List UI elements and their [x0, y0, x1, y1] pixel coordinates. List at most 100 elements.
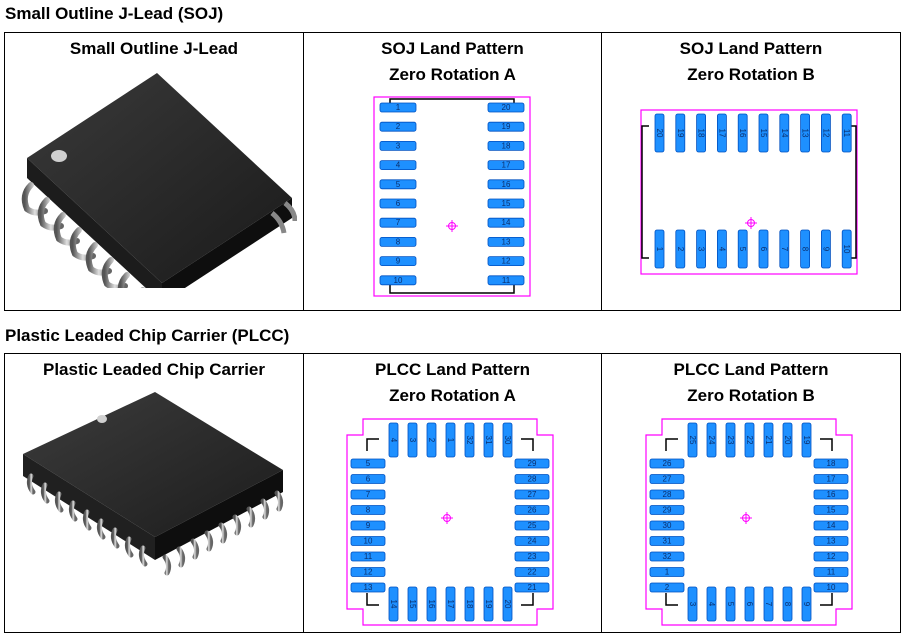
pin-number: 11	[364, 552, 373, 561]
pin-number: 6	[396, 199, 401, 208]
pad: 1	[649, 567, 685, 577]
pad: 32	[649, 551, 685, 562]
pad-shape	[388, 422, 399, 458]
pad-shape	[514, 505, 550, 515]
pad: 31	[483, 422, 494, 458]
pin-number: 22	[745, 436, 754, 445]
pin-number: 14	[502, 218, 511, 227]
pin-number: 7	[396, 218, 401, 227]
pad: 3	[407, 422, 418, 458]
pad: 17	[445, 586, 456, 622]
pad: 8	[782, 586, 793, 622]
pad-shape	[813, 567, 849, 577]
pad-shape	[737, 113, 748, 153]
silkscreen-corner-br	[521, 593, 534, 606]
pad-shape	[514, 582, 550, 593]
pad-shape	[813, 582, 849, 593]
pad-shape	[649, 505, 685, 515]
pad: 12	[813, 551, 849, 562]
pad-shape	[464, 586, 475, 622]
pin-number: 12	[827, 552, 836, 561]
pad: 11	[487, 275, 525, 286]
pad-shape	[649, 567, 685, 577]
pin-number: 32	[663, 552, 672, 561]
pad: 13	[813, 536, 849, 546]
pin-number: 9	[802, 602, 811, 607]
pad: 17	[813, 474, 849, 484]
pin-number: 17	[502, 161, 511, 170]
pin-number: 14	[389, 600, 398, 609]
pad: 14	[779, 113, 790, 153]
pad: 11	[841, 113, 852, 153]
pad: 10	[813, 582, 849, 593]
pin-number: 26	[663, 459, 672, 468]
silkscreen-corner-tl	[665, 438, 678, 451]
pad-shape	[800, 113, 811, 153]
pad-shape	[379, 275, 417, 286]
pad-shape	[654, 229, 665, 269]
pad-shape	[464, 422, 475, 458]
pad-shape	[649, 489, 685, 500]
pad-shape	[654, 113, 665, 153]
pin-number: 5	[726, 602, 735, 607]
soj-table: Small Outline J-Lead	[4, 32, 901, 311]
pad-shape	[649, 474, 685, 484]
plcc-pattern-a-title: PLCC Land Pattern	[375, 360, 530, 379]
pin-number: 32	[465, 436, 474, 445]
pin-number: 12	[364, 568, 373, 577]
pin-number: 2	[427, 438, 436, 443]
pad: 15	[407, 586, 418, 622]
pad: 3	[696, 229, 706, 269]
plcc-pattern-b-title: PLCC Land Pattern	[673, 360, 829, 379]
pin-number: 22	[528, 568, 537, 577]
pin-number: 10	[364, 537, 373, 546]
pad-shape	[487, 198, 525, 209]
pad: 20	[487, 102, 525, 113]
pin-number: 16	[738, 129, 747, 138]
pad: 4	[388, 422, 399, 458]
pad: 18	[696, 113, 706, 153]
pin-number: 6	[366, 475, 371, 484]
pad-shape	[813, 551, 849, 562]
pad-shape	[820, 113, 831, 153]
pin-number: 31	[663, 537, 672, 546]
pin-number: 1	[446, 438, 455, 443]
pad-shape	[379, 256, 417, 267]
pad: 18	[464, 586, 475, 622]
pad-shape	[782, 586, 793, 622]
pad-shape	[687, 586, 698, 622]
pad: 30	[649, 520, 685, 531]
pad: 4	[379, 160, 417, 170]
pad-shape	[350, 582, 386, 593]
soj-component-cell: Small Outline J-Lead	[4, 32, 304, 311]
pin-number: 13	[801, 129, 810, 138]
pad-shape	[813, 474, 849, 484]
pad: 12	[820, 113, 831, 153]
pad: 7	[763, 586, 774, 622]
pin-number: 2	[396, 122, 401, 131]
pad-shape	[487, 141, 525, 151]
pad-shape	[379, 121, 417, 132]
silkscreen-corner-tr	[521, 438, 534, 451]
pin-number: 31	[484, 436, 493, 445]
pin-number: 4	[389, 438, 398, 443]
pad-shape	[487, 121, 525, 132]
pad-shape	[379, 217, 417, 228]
pad: 12	[350, 567, 386, 577]
pad-shape	[487, 256, 525, 267]
pad: 19	[801, 422, 812, 458]
pad: 1	[379, 102, 417, 113]
pad: 27	[649, 474, 685, 484]
pin-number: 25	[528, 521, 537, 530]
pin-number: 8	[366, 506, 371, 515]
pin-number: 11	[827, 568, 836, 577]
pin-number: 5	[396, 180, 401, 189]
pad: 15	[758, 113, 769, 153]
pin-number: 6	[745, 602, 754, 607]
pad: 19	[675, 113, 686, 153]
pad: 4	[706, 586, 717, 622]
